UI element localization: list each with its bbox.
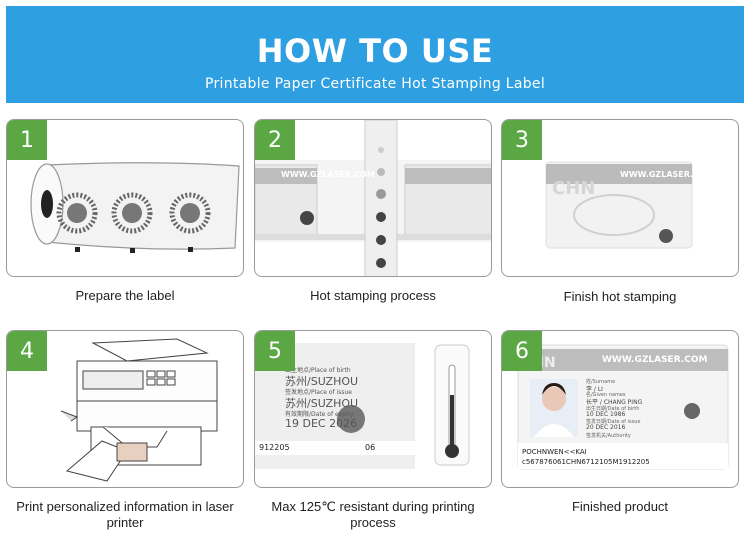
dob-value: 10 DEC 1986 (586, 411, 626, 418)
step-number-badge: 4 (7, 331, 47, 371)
step-card-1: 1 (6, 119, 244, 277)
brand-text: WWW.GZLASER.COM (281, 170, 375, 179)
place-of-birth-value: 苏州/SUZHOU (285, 375, 359, 388)
step-caption-2: Hot stamping process (310, 288, 436, 303)
surname-label: 姓/Surname (586, 379, 616, 385)
place-of-birth-label: 出生地点/Place of birth (285, 367, 351, 374)
issue-date-label: 签发日期/Date of issue (586, 419, 641, 425)
step-caption-4: Print personalized information in laser … (16, 499, 234, 530)
header-banner: HOW TO USE Printable Paper Certificate H… (6, 6, 744, 103)
step-number-badge: 5 (255, 331, 295, 371)
chn-watermark: CHN (552, 178, 596, 199)
place-of-issue-value: 苏州/SUZHOU (285, 397, 359, 410)
id-card (517, 344, 729, 470)
surname-value: 李 / LI (586, 386, 603, 393)
expiry-label: 有效期限/Date of expiry (285, 411, 354, 418)
label-roll-icon (30, 162, 240, 253)
step-card-4: 4 (6, 330, 244, 488)
expiry-value: 19 DEC 2026 (285, 417, 358, 430)
thermometer-icon (255, 343, 470, 469)
step-card-6: 6 CHN WWW.GZLASER.COM 姓/Surname 李 / LI 名… (501, 330, 739, 488)
stamped-card (545, 161, 693, 249)
page-subtitle: Printable Paper Certificate Hot Stamping… (204, 76, 546, 92)
issue-date-value: 20 DEC 2016 (586, 424, 626, 431)
step-caption-3: Finish hot stamping (563, 289, 677, 304)
brand-text: WWW.GZLASER.COM (620, 170, 714, 179)
step-number-badge: 1 (7, 120, 47, 160)
laser-printer-icon (60, 338, 218, 482)
page-title: HOW TO USE (256, 32, 494, 70)
step-card-5: 5 出生地点/Place of birth 苏州/SUZHOU 签发地点/Pla… (254, 330, 492, 488)
mrz-line-2: c567876061CHN6712105M1912205 (522, 458, 650, 466)
dob-label: 出生日期/Date of birth (586, 406, 640, 412)
given-names-value: 长平 / CHANG PING (586, 399, 643, 406)
authority-label: 签发机关/Authority (586, 433, 631, 439)
step-number-badge: 3 (502, 120, 542, 160)
mrz-fragment-b: 06 (365, 443, 376, 452)
step-card-2: 2 WWW.GZLASER.COM (254, 119, 492, 277)
place-of-issue-label: 签发地点/Place of issue (285, 389, 352, 396)
step-caption-5: Max 125℃ resistant during printing proce… (271, 499, 475, 530)
mrz-fragment-a: 912205 (259, 443, 290, 452)
mrz-line-1: POCHNWEN<<KAI (522, 448, 587, 456)
step-caption-1: Prepare the label (75, 288, 175, 303)
step-number-badge: 2 (255, 120, 295, 160)
hot-stamping-strip (255, 120, 491, 276)
step-caption-6: Finished product (571, 499, 669, 514)
given-names-label: 名/Given names (586, 392, 626, 398)
step-card-3: 3 WWW.GZLASER.COM CHN (501, 119, 739, 277)
brand-text: WWW.GZLASER.COM (602, 355, 708, 365)
step-number-badge: 6 (502, 331, 542, 371)
